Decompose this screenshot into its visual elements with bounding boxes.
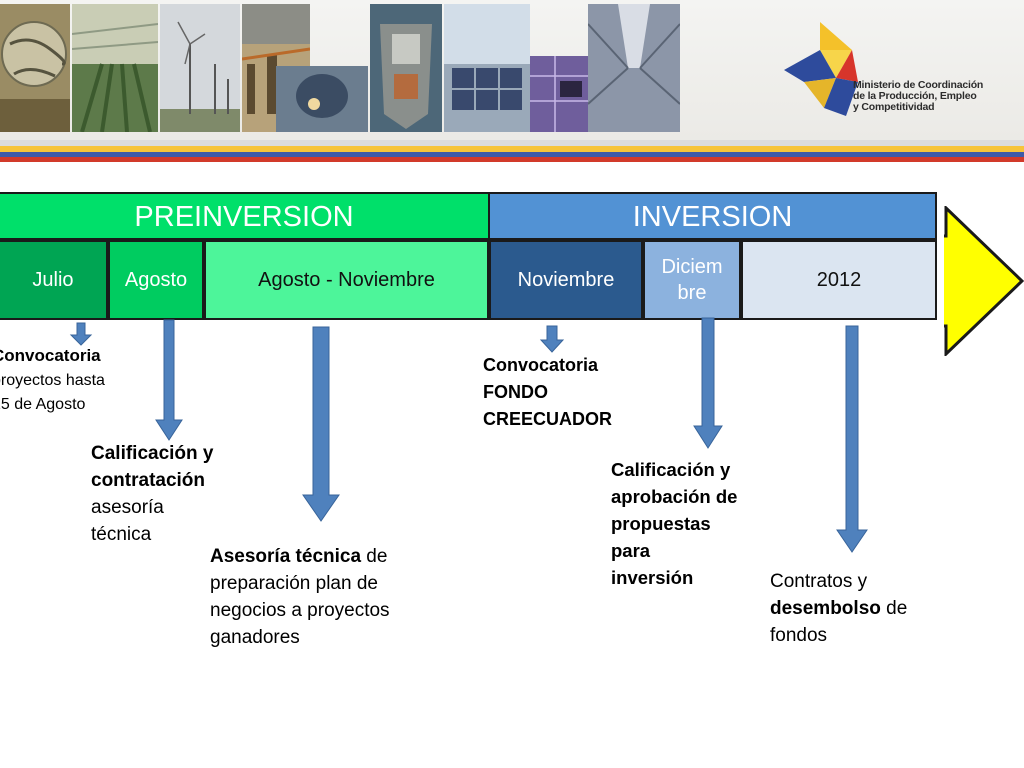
description-calificacion-contratacion: Calificación y contratación asesoría téc… — [91, 440, 271, 548]
welder-photo — [276, 66, 368, 132]
calificacion2-line-3: propuestas — [611, 513, 711, 534]
convocatoria1-title: Convocatoria — [0, 346, 101, 365]
asesoria-title: Asesoría técnica — [210, 546, 362, 567]
ministry-name: Ministerio de Coordinación de la Producc… — [853, 80, 1023, 113]
header-banner: Ministerio de Coordinación de la Producc… — [0, 0, 1024, 140]
ministry-logo — [784, 22, 858, 116]
stripe-grey — [0, 140, 1024, 146]
down-arrow-icon-fondo — [539, 325, 565, 353]
contratos-line-1: Contratos y — [770, 571, 868, 592]
stripe-blue — [0, 152, 1024, 157]
convocatoria1-line-3: 15 de Agosto — [0, 396, 86, 413]
description-calificacion-aprobacion: Calificación y aprobación de propuestas … — [611, 456, 781, 591]
contratos-bold: desembolso — [770, 598, 881, 619]
month-diciembre: Diciem bre — [643, 240, 741, 320]
month-diciembre-label: Diciem bre — [652, 254, 732, 306]
description-contratos-desembolso: Contratos y desembolso de fondos — [770, 568, 960, 649]
description-convocatoria-fondo: Convocatoria FONDO CREECUADOR — [483, 352, 663, 433]
ministry-name-line-3: y Competitividad — [853, 101, 935, 113]
calificacion1-line-1: Calificación y — [91, 443, 214, 464]
down-arrow-icon-contratos — [836, 325, 868, 553]
asesoria-line-4: ganadores — [210, 627, 300, 648]
month-agosto-noviembre-label: Agosto - Noviembre — [258, 269, 435, 291]
convocatoria2-line-1: Convocatoria — [483, 355, 599, 375]
globe-photo — [0, 4, 70, 132]
down-arrow-icon-convocatoria — [69, 322, 93, 346]
month-2012-label: 2012 — [816, 269, 862, 291]
description-asesoria-tecnica: Asesoría técnica de preparación plan de … — [210, 543, 450, 651]
calificacion2-line-4: para — [611, 540, 651, 561]
month-2012: 2012 — [741, 240, 937, 320]
down-arrow-icon-asesoria — [302, 326, 340, 522]
corridor-photo — [588, 4, 680, 132]
month-julio: Julio — [0, 240, 108, 320]
calificacion1-line-4: técnica — [91, 524, 152, 545]
calificacion2-line-1: Calificación y — [611, 459, 731, 480]
greenhouse-photo — [72, 4, 158, 132]
month-agosto-noviembre: Agosto - Noviembre — [204, 240, 489, 320]
month-diciembre-label-1: Diciem — [661, 256, 723, 278]
month-agosto: Agosto — [108, 240, 204, 320]
month-agosto-label: Agosto — [124, 269, 188, 291]
convocatoria1-line-2: proyectos hasta — [0, 372, 105, 389]
convocatoria2-line-3: CREECUADOR — [483, 409, 613, 429]
contratos-line-3: fondos — [770, 625, 828, 646]
ministry-name-line-2: de la Producción, Empleo — [853, 90, 977, 102]
calificacion2-line-5: inversión — [611, 567, 694, 588]
calificacion1-line-3: asesoría — [91, 497, 164, 518]
phase-preinversion: PREINVERSION — [0, 192, 490, 240]
month-noviembre-label: Noviembre — [517, 269, 615, 291]
ministry-name-line-1: Ministerio de Coordinación — [853, 79, 984, 91]
calificacion2-line-2: aprobación de — [611, 486, 738, 507]
phase-inversion: INVERSION — [488, 192, 937, 240]
stripe-red — [0, 157, 1024, 162]
convocatoria2-line-2: FONDO — [483, 382, 548, 402]
contratos-line-2-rest: de — [880, 598, 908, 619]
asesoria-line-3: negocios a proyectos — [210, 600, 390, 621]
calificacion1-line-2: contratación — [91, 470, 206, 491]
ship-photo — [370, 4, 442, 132]
month-julio-label: Julio — [32, 269, 74, 291]
stripe-yellow — [0, 146, 1024, 152]
asesoria-line-1-rest: de — [361, 546, 388, 567]
description-convocatoria-proyectos: Convocatoria proyectos hasta 15 de Agost… — [0, 344, 142, 417]
asesoria-line-2: preparación plan de — [210, 573, 378, 594]
header-stripes — [0, 140, 1024, 164]
month-noviembre: Noviembre — [489, 240, 643, 320]
solar-panel-photo — [444, 4, 530, 132]
down-arrow-icon-calificacion — [155, 319, 183, 441]
wind-turbines-photo — [160, 4, 240, 132]
month-diciembre-label-2: bre — [677, 282, 707, 304]
down-arrow-icon-aprobacion — [693, 317, 723, 449]
timeline-arrow-icon — [944, 206, 1024, 356]
